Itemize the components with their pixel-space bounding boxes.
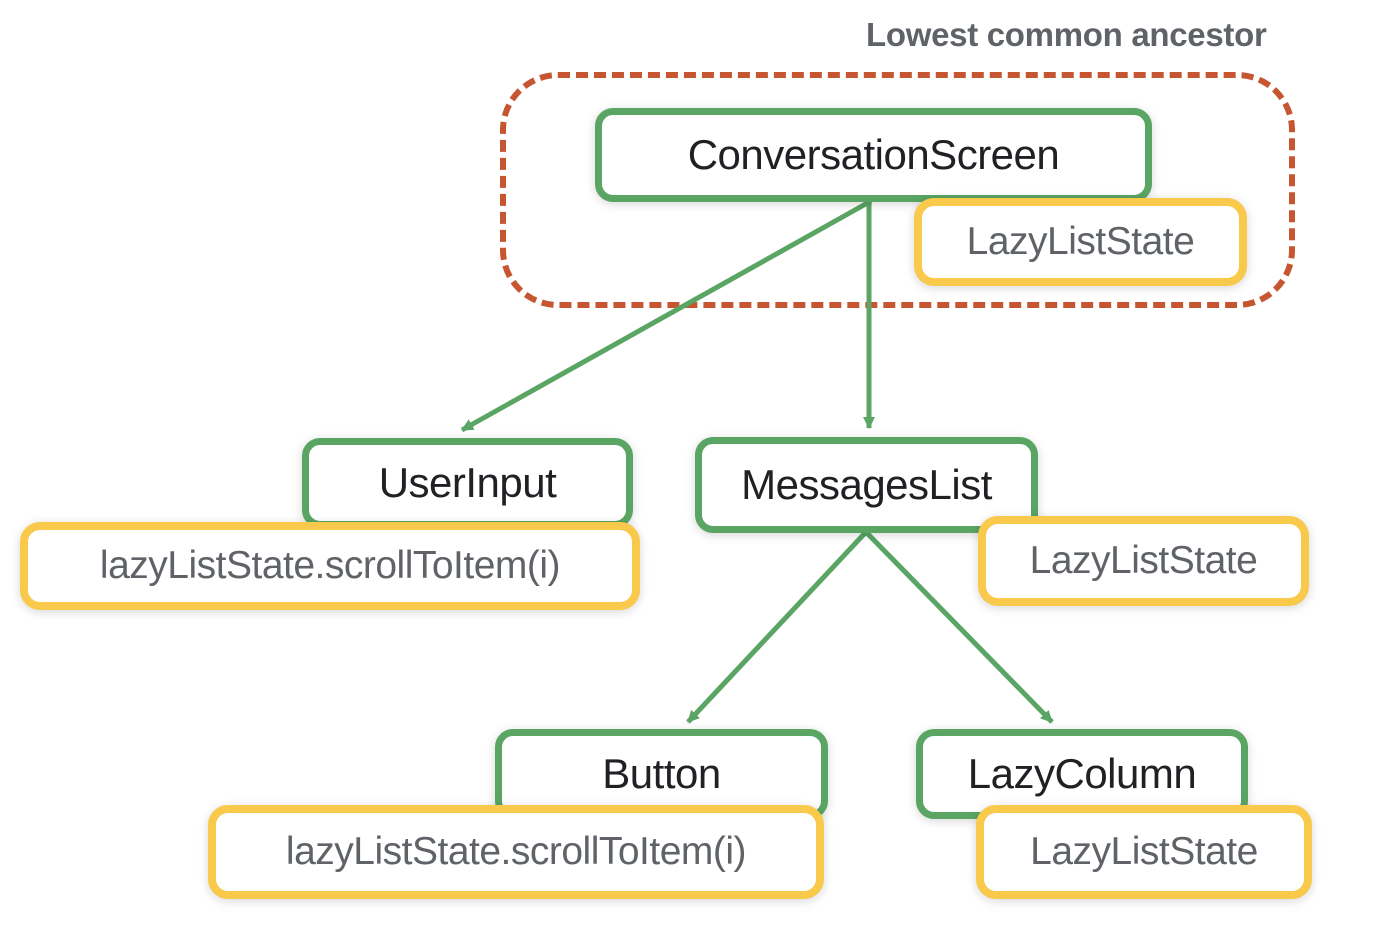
node-messages-list: MessagesList (695, 437, 1038, 533)
node-lazy-column: LazyColumn (916, 729, 1248, 819)
lowest-common-ancestor-label: Lowest common ancestor (866, 16, 1267, 53)
state-conversation-screen-lazyliststate: LazyListState (914, 198, 1247, 286)
state-user-input-scrolltoitem-label: lazyListState.scrollToItem(i) (99, 544, 561, 587)
node-conversation-screen-label: ConversationScreen (687, 131, 1060, 178)
state-lazy-column-lazyliststate-label: LazyListState (1030, 830, 1258, 873)
state-button-scrolltoitem-call: lazyListState.scrollToItem(i) (208, 805, 824, 899)
state-conversation-screen-lazyliststate-label: LazyListState (966, 220, 1195, 263)
state-messages-list-lazyliststate-label: LazyListState (1029, 539, 1258, 582)
state-lazy-column-lazyliststate: LazyListState (976, 805, 1312, 899)
node-user-input: UserInput (302, 438, 633, 528)
state-messages-list-lazyliststate: LazyListState (978, 516, 1309, 606)
node-lazy-column-label: LazyColumn (967, 750, 1197, 797)
edge-messageslist-to-button (686, 530, 868, 724)
state-user-input-scrolltoitem-call: lazyListState.scrollToItem(i) (20, 522, 640, 610)
state-button-scrolltoitem-label: lazyListState.scrollToItem(i) (285, 830, 747, 873)
node-button-label: Button (602, 750, 721, 797)
node-messages-list-label: MessagesList (741, 461, 992, 508)
lowest-common-ancestor-outline (500, 72, 1295, 308)
node-user-input-label: UserInput (378, 459, 557, 506)
node-conversation-screen: ConversationScreen (595, 108, 1152, 202)
